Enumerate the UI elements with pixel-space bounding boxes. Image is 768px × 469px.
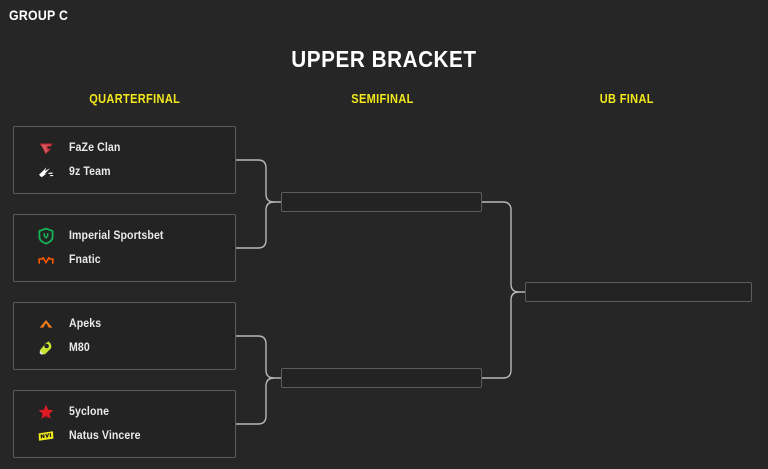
round-header-ub-final-label: UB FINAL	[599, 92, 655, 106]
team-row[interactable]: Natus Vincere	[14, 424, 235, 448]
match-box-semifinal-2[interactable]	[281, 368, 482, 388]
team-name-text: M80	[69, 342, 90, 354]
team-name: Apeks	[69, 318, 104, 330]
fnatic-logo-icon	[35, 249, 57, 271]
imperial-logo-icon	[35, 225, 57, 247]
9z-logo-icon	[35, 161, 57, 183]
team-row[interactable]: Apeks	[14, 312, 235, 336]
team-name: Fnatic	[69, 254, 103, 266]
match-box-quarterfinal-2[interactable]: Imperial Sportsbet Fnatic	[13, 214, 236, 282]
team-name: Imperial Sportsbet	[69, 230, 172, 242]
round-header-semifinal-label: SEMIFINAL	[350, 92, 414, 106]
team-row[interactable]: 9z Team	[14, 160, 235, 184]
team-name-text: Imperial Sportsbet	[69, 230, 164, 242]
team-name: Natus Vincere	[69, 430, 147, 442]
team-row[interactable]: M80	[14, 336, 235, 360]
page-title: UPPER BRACKET	[0, 46, 768, 73]
team-name-text: FaZe Clan	[69, 142, 121, 154]
round-header-ub-final: UB FINAL	[527, 92, 727, 106]
team-name: FaZe Clan	[69, 142, 125, 154]
round-header-semifinal: SEMIFINAL	[282, 92, 482, 106]
match-box-quarterfinal-1[interactable]: FaZe Clan 9z Team	[13, 126, 236, 194]
navi-logo-icon	[35, 425, 57, 447]
faze-logo-icon	[35, 137, 57, 159]
match-box-quarterfinal-4[interactable]: 5yclone Natus Vincere	[13, 390, 236, 458]
round-header-quarterfinal: QUARTERFINAL	[35, 92, 235, 106]
match-box-quarterfinal-3[interactable]: Apeks M80	[13, 302, 236, 370]
page-title-text: UPPER BRACKET	[291, 46, 477, 72]
team-row[interactable]: Fnatic	[14, 248, 235, 272]
round-header-quarterfinal-label: QUARTERFINAL	[89, 92, 181, 106]
team-name-text: Apeks	[69, 318, 102, 330]
group-label: GROUP C	[9, 7, 69, 23]
match-box-ub-final[interactable]	[525, 282, 752, 302]
team-name: 5yclone	[69, 406, 113, 418]
team-name-text: Natus Vincere	[69, 430, 141, 442]
5yclone-logo-icon	[35, 401, 57, 423]
m80-logo-icon	[35, 337, 57, 359]
apeks-logo-icon	[35, 313, 57, 335]
team-name-text: Fnatic	[69, 254, 101, 266]
match-box-semifinal-1[interactable]	[281, 192, 482, 212]
team-name: 9z Team	[69, 166, 114, 178]
team-name-text: 9z Team	[69, 166, 111, 178]
team-name: M80	[69, 342, 92, 354]
team-row[interactable]: 5yclone	[14, 400, 235, 424]
team-row[interactable]: Imperial Sportsbet	[14, 224, 235, 248]
team-name-text: 5yclone	[69, 406, 110, 418]
team-row[interactable]: FaZe Clan	[14, 136, 235, 160]
